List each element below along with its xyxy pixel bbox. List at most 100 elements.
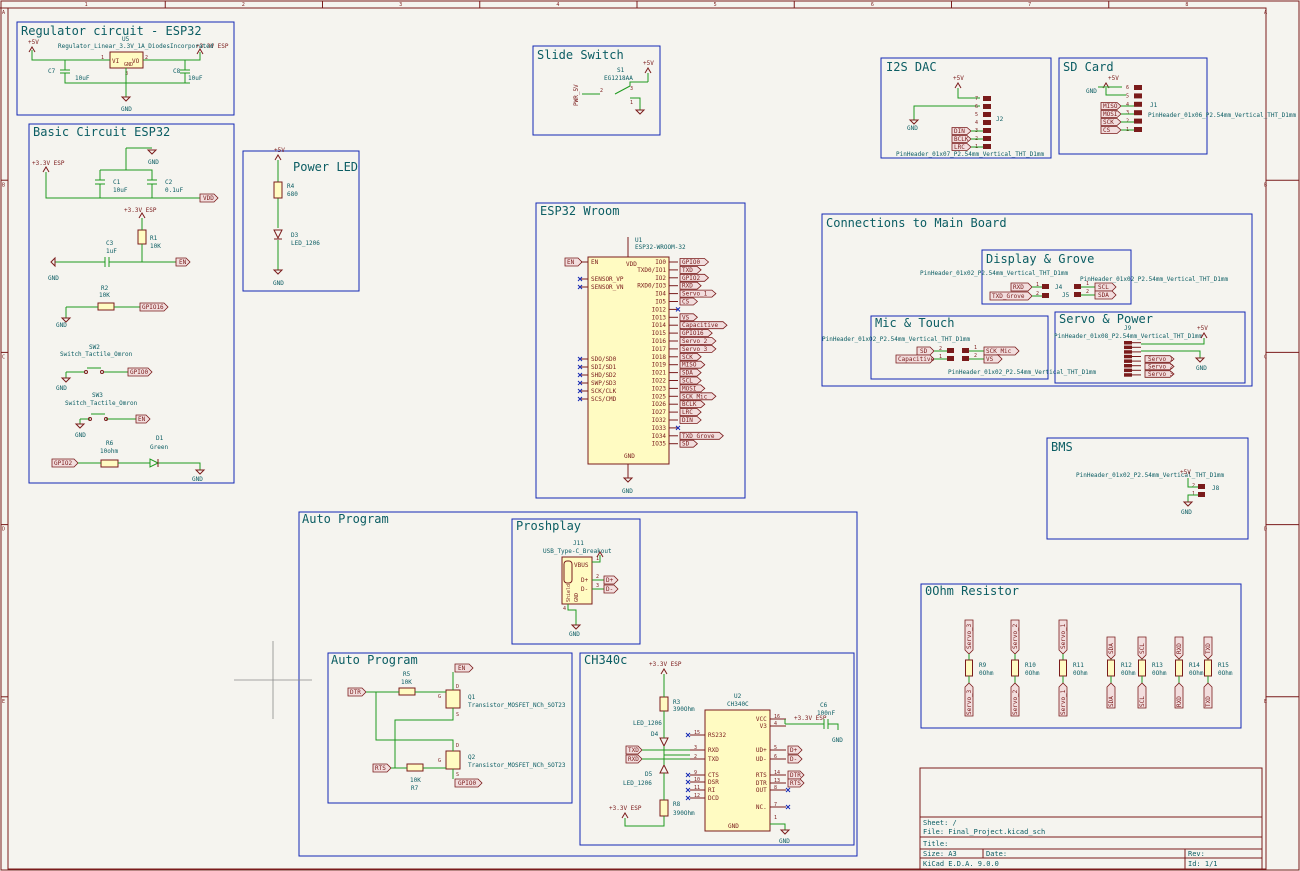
j2-net-2[interactable]: LRC xyxy=(954,144,965,151)
gpio16-label[interactable]: GPIO16 xyxy=(142,304,164,311)
ch340-net-dm[interactable]: D- xyxy=(790,756,797,763)
zero-res-bottom-R9[interactable]: Servo_3 xyxy=(966,689,973,715)
mic-net-capacitive[interactable]: Capacitive xyxy=(898,356,935,363)
zero-res-bottom-R12[interactable]: SDA xyxy=(1108,696,1115,707)
u1-net-5[interactable]: CS xyxy=(682,299,690,306)
j4-net-2[interactable]: TXD_Grove xyxy=(992,293,1025,300)
gpio0-label-1[interactable]: GPIO0 xyxy=(130,369,148,376)
j5-net-1[interactable]: SCL xyxy=(1098,284,1109,291)
j8-pin-1: 1 xyxy=(1192,491,1195,497)
u1-net-12[interactable]: SCK xyxy=(682,354,693,361)
u2-left-pin-3: CTS xyxy=(708,772,719,779)
u1-net-8[interactable]: Capacitive xyxy=(682,322,719,329)
zero-res-top-R12[interactable]: SDA xyxy=(1108,643,1115,654)
zero-res-top-R9[interactable]: Servo_3 xyxy=(966,623,973,649)
ap-en[interactable]: EN xyxy=(458,665,466,672)
u1-net-14[interactable]: SDA xyxy=(682,370,693,377)
d5-ref: D5 xyxy=(645,771,653,778)
ap-dtr[interactable]: DTR xyxy=(350,689,361,696)
ch340-net-rxd[interactable]: RXD xyxy=(628,756,639,763)
basic-gnd: GND xyxy=(148,159,159,166)
u1-net-1[interactable]: TXD xyxy=(682,267,693,274)
zero-res-bottom-R14[interactable]: RXD xyxy=(1176,696,1183,707)
frame-row-right-D: D xyxy=(1264,527,1267,533)
u1-net-9[interactable]: GPIO16 xyxy=(682,330,704,337)
tb-tool: KiCad E.D.A. 9.0.0 xyxy=(923,860,999,868)
u1-en-net[interactable]: EN xyxy=(567,259,575,266)
u1-net-10[interactable]: Servo_2 xyxy=(682,338,708,345)
u2-left-pin-5: RI xyxy=(708,787,716,794)
u1-net-15[interactable]: SCL xyxy=(682,378,693,385)
j1-net-3[interactable]: CS xyxy=(1103,127,1111,134)
u1-net-2[interactable]: GPIO2 xyxy=(682,275,700,282)
ap-rts[interactable]: RTS xyxy=(375,765,386,772)
j9-net-0[interactable]: Servo_1 xyxy=(1148,356,1174,363)
j8-pin-2: 2 xyxy=(1192,483,1195,489)
j11-net-dm[interactable]: D- xyxy=(606,586,613,593)
u1-net-7[interactable]: VS xyxy=(682,314,690,321)
u1-net-17[interactable]: SCK_Mic xyxy=(682,393,708,400)
mic-right-value: PinHeader_01x02_P2.54mm_Vertical_THT_D1m… xyxy=(948,369,1096,376)
u1-net-13[interactable]: MISO xyxy=(682,362,697,369)
zero-res-top-R10[interactable]: Servo_2 xyxy=(1012,623,1019,649)
u1-net-22[interactable]: TXD_Grove xyxy=(682,433,715,440)
zero-res-top-R14[interactable]: RXD xyxy=(1176,643,1183,654)
ch340-net-txd[interactable]: TXD xyxy=(628,747,639,754)
mic-net-sck[interactable]: SCK_Mic xyxy=(986,348,1012,355)
d4-ref: D4 xyxy=(651,731,659,738)
j9-net-2[interactable]: Servo_3 xyxy=(1148,371,1174,378)
gpio2-label-1[interactable]: GPIO2 xyxy=(54,460,72,467)
zero-res-top-R11[interactable]: Servo_1 xyxy=(1060,623,1067,649)
u1-net-11[interactable]: Servo_3 xyxy=(682,346,708,353)
j1-pin-5: 5 xyxy=(1126,93,1129,99)
u2-left-num-6: 12 xyxy=(694,793,700,799)
zero-res-top-R15[interactable]: TXD xyxy=(1205,643,1212,654)
u1-net-4[interactable]: Servo_1 xyxy=(682,291,708,298)
zero-res-bottom-R13[interactable]: SCL xyxy=(1139,696,1146,707)
j5-net-2[interactable]: SDA xyxy=(1098,292,1109,299)
esp32-title: ESP32 Wroom xyxy=(540,204,619,218)
auto-program-outer-section: Auto Program Proshplay J11 USB_Type-C_Br… xyxy=(234,511,858,857)
u1-right-pin-18: IO26 xyxy=(652,401,667,408)
ch340-net-rts[interactable]: RTS xyxy=(790,780,801,787)
u1-net-23[interactable]: SD xyxy=(682,441,690,448)
u2-gnd-num: 1 xyxy=(774,815,777,821)
vdd-label[interactable]: VDD xyxy=(203,195,214,202)
mic-net-sd[interactable]: SD xyxy=(920,348,928,355)
en-label-2[interactable]: EN xyxy=(138,416,146,423)
zero-res-bottom-R15[interactable]: TXD xyxy=(1205,696,1212,707)
j2-net-0[interactable]: DIN xyxy=(954,128,965,135)
j2-pin-7: 7 xyxy=(975,96,978,102)
s1-pwr: PWR_5V xyxy=(573,84,580,106)
j4-pin-2: 2 xyxy=(1036,291,1039,297)
regulator-in-rail: +5V xyxy=(28,39,39,46)
u1-net-3[interactable]: RXD xyxy=(682,283,693,290)
ap-gpio0[interactable]: GPIO0 xyxy=(458,780,476,787)
r5-ref: R5 xyxy=(403,671,411,678)
u1-net-20[interactable]: DIN xyxy=(682,417,693,424)
j11-dp: D+ xyxy=(581,577,589,584)
u1-net-16[interactable]: MOSI xyxy=(682,385,697,392)
u1-net-18[interactable]: BCLK xyxy=(682,401,697,408)
zero-res-bottom-R11[interactable]: Servo_1 xyxy=(1060,689,1067,715)
j1-net-2[interactable]: SCK xyxy=(1103,119,1114,126)
u1-right-pin-19: IO27 xyxy=(652,409,667,416)
j1-net-0[interactable]: MISO xyxy=(1103,103,1118,110)
zero-res-top-R13[interactable]: SCL xyxy=(1139,643,1146,654)
zero-res-bottom-R10[interactable]: Servo_2 xyxy=(1012,689,1019,715)
j4-net-1[interactable]: RXD xyxy=(1013,284,1024,291)
frame-col-3: 3 xyxy=(399,2,402,8)
u1-right-pin-14: IO21 xyxy=(652,370,667,377)
ch340-net-dtr[interactable]: DTR xyxy=(790,772,801,779)
ch340-net-dp[interactable]: D+ xyxy=(790,747,798,754)
en-label-1[interactable]: EN xyxy=(179,259,187,266)
u2-right-pin-3: UD- xyxy=(756,756,767,763)
d1-value: Green xyxy=(150,444,168,451)
mic-net-vs[interactable]: VS xyxy=(986,356,994,363)
u1-net-19[interactable]: LRC xyxy=(682,409,693,416)
j2-net-1[interactable]: BCLK xyxy=(954,136,969,143)
j9-net-1[interactable]: Servo_2 xyxy=(1148,364,1174,371)
u1-net-0[interactable]: GPIO0 xyxy=(682,259,700,266)
j1-net-1[interactable]: MOSI xyxy=(1103,111,1118,118)
j11-net-dp[interactable]: D+ xyxy=(606,577,614,584)
